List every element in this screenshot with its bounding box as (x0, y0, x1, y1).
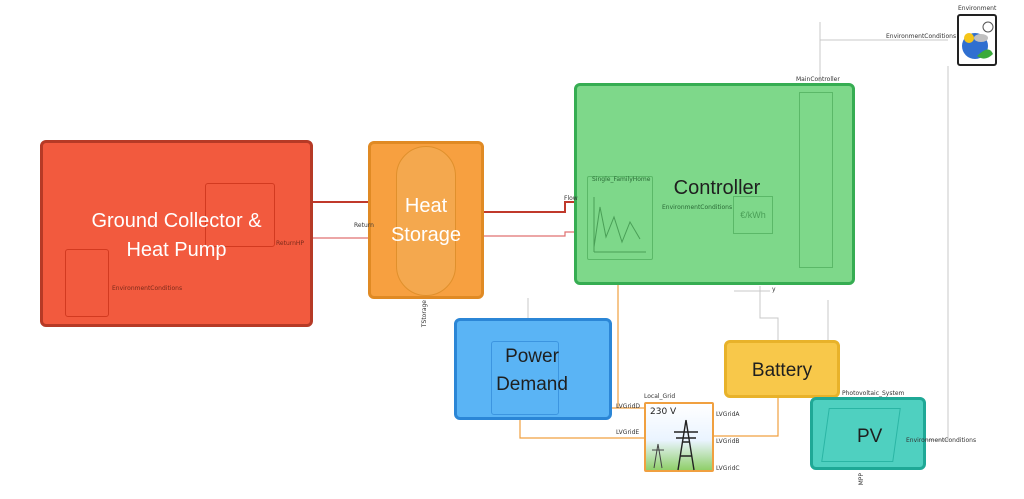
environment-conditions-tag: EnvironmentConditions (886, 33, 957, 40)
local-grid-tag: Local_Grid (644, 393, 676, 400)
lvgrid-b-tag: LVGridB (716, 438, 740, 445)
controller-block[interactable]: €/kWh Controller (574, 83, 855, 285)
battery-label: Battery (751, 360, 813, 381)
ground-collector-label: Ground Collector & Heat Pump (43, 207, 310, 265)
flow-line-storage-home (482, 201, 588, 213)
photovoltaic-system-tag: Photovoltaic_System (842, 390, 905, 397)
ground-collector-label-line2: Heat Pump (126, 239, 227, 261)
env-conditions-gc-tag: EnvironmentConditions (112, 285, 183, 292)
local-grid-voltage: 230 V (650, 407, 677, 417)
controller-label: Controller (673, 177, 761, 199)
env-conditions-ctrl-tag: EnvironmentConditions (662, 204, 733, 211)
environment-block[interactable] (957, 14, 997, 66)
demand-profile-component (491, 341, 559, 415)
mpp-tag: MPP (858, 473, 865, 486)
electric-line-grid-left (519, 420, 644, 439)
single-family-home-tag: Single_FamilyHome (592, 176, 651, 183)
storage-tank-icon (396, 146, 456, 296)
environment-tag: Environment (958, 5, 997, 12)
power-demand-block[interactable]: Power Demand (454, 318, 612, 420)
heat-storage-label: Heat Storage (371, 192, 481, 250)
signal-line-battery (759, 286, 779, 340)
return-line-storage-home (482, 231, 588, 237)
pv-label: PV (857, 426, 883, 447)
single-family-home-component (587, 176, 653, 260)
lvgrid-a-tag: LVGridA (716, 411, 740, 418)
return-hp-tag: ReturnHP (276, 240, 305, 247)
heat-pump-component (205, 183, 275, 247)
price-label: €/kWh (740, 210, 766, 220)
home-chart-icon (593, 197, 646, 253)
heat-storage-label-line2: Storage (390, 224, 462, 246)
heat-storage-label-line1: Heat (404, 195, 448, 217)
lvgrid-e-tag: LVGridE (616, 429, 640, 436)
return-tag: Return (354, 222, 374, 229)
tstorage-tag: TStorage (421, 300, 428, 328)
power-demand-label: Power Demand (457, 343, 607, 398)
main-controller-tag: MainController (796, 76, 840, 83)
main-controller-component (799, 92, 833, 268)
environment-icon (962, 21, 994, 59)
env-line-right (918, 66, 949, 441)
ground-collector-label-line1: Ground Collector & (91, 210, 262, 232)
ground-collector-heat-pump-block[interactable]: Ground Collector & Heat Pump (40, 140, 313, 327)
flow-tag: Flow (564, 195, 578, 202)
power-demand-label-line1: Power (505, 346, 559, 367)
local-grid-block[interactable]: 230 V (644, 402, 714, 472)
pv-block[interactable]: PV (810, 397, 926, 470)
heat-storage-block[interactable]: Heat Storage (368, 141, 484, 299)
lvgrid-d-tag: LVGridD (616, 403, 640, 410)
battery-block[interactable]: Battery (724, 340, 840, 398)
electric-line-grid-battery (714, 398, 779, 437)
price-component: €/kWh (733, 196, 773, 234)
y-tag: y (772, 286, 776, 293)
power-demand-label-line2: Demand (496, 373, 568, 395)
lvgrid-c-tag: LVGridC (716, 465, 740, 472)
power-pylon-icon (652, 419, 698, 471)
ground-collector-icon (65, 249, 109, 317)
env-conditions-pv-tag: EnvironmentConditions (906, 437, 977, 444)
